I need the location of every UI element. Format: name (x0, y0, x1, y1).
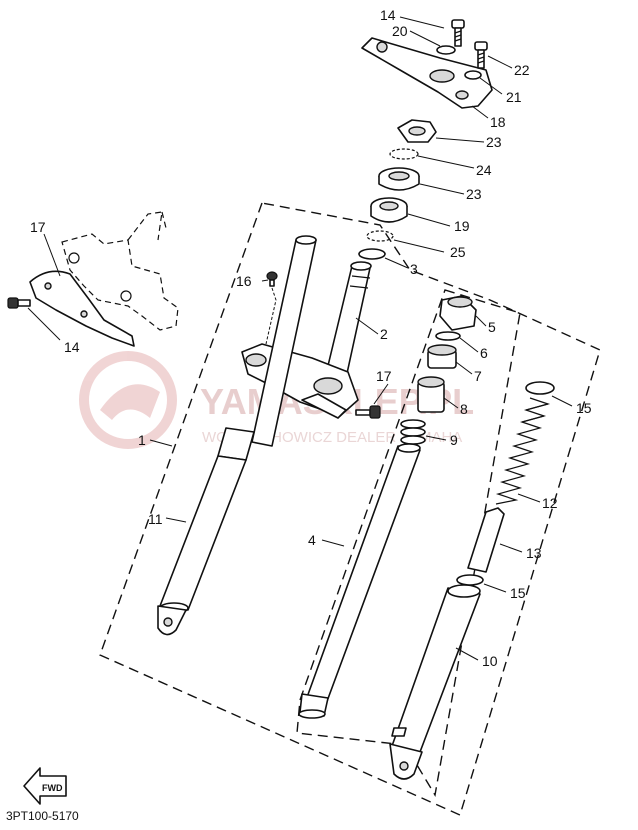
outer-tube-10 (389, 584, 481, 780)
callout-22: 23 (486, 134, 502, 150)
callout-15-top: 16 (236, 273, 252, 289)
spring-seat-14-upper (525, 381, 555, 395)
callout-4: 4 (308, 532, 316, 548)
spacer-13 (467, 507, 505, 573)
bolt-15-side (355, 405, 381, 419)
callout-5: 5 (488, 319, 496, 335)
forward-badge-label: FWD (42, 783, 63, 793)
callout-8: 8 (460, 401, 468, 417)
watermark-logo-icon (79, 351, 177, 449)
callout-2: 2 (380, 326, 388, 342)
callout-11: 11 (148, 511, 163, 527)
callout-18: 20 (392, 23, 408, 39)
callout-15-side: 17 (376, 368, 392, 384)
oil-seal-5 (439, 295, 477, 331)
callout-12: 12 (542, 495, 558, 511)
cover-24 (29, 270, 135, 347)
callout-20: 23 (466, 186, 482, 202)
callout-6: 6 (480, 345, 488, 361)
ball-ring-23-upper (389, 148, 419, 160)
callout-14-lower: 15 (510, 585, 526, 601)
callout-17-left: 14 (380, 7, 396, 23)
fork-spring-12 (495, 397, 551, 505)
inner-tube-4 (298, 443, 421, 719)
bearing-race-21 (370, 197, 408, 223)
callout-19: 21 (506, 89, 522, 105)
callout-23-lower: 25 (450, 244, 466, 260)
callout-25: 14 (64, 339, 80, 355)
ring-nut-22 (397, 119, 437, 143)
watermark-logo-swoosh-icon (100, 384, 160, 420)
callout-16: 18 (490, 114, 506, 130)
bolt-15-top-guide (265, 287, 277, 345)
callout-17-right: 22 (514, 62, 530, 78)
callout-23-upper: 24 (476, 162, 492, 178)
spring-seat-14-lower (456, 574, 484, 586)
callout-13: 13 (526, 545, 542, 561)
bolt-15-top (266, 271, 278, 287)
oil-seal-7 (427, 344, 457, 369)
bearing-race-20 (378, 167, 420, 191)
callouts: 14 20 22 21 18 23 24 23 19 25 3 16 2 17 … (30, 7, 592, 669)
forward-arrow-icon (23, 767, 67, 805)
callout-1: 1 (138, 432, 146, 448)
forward-direction-badge: FWD (23, 767, 67, 805)
upper-bracket-16 (361, 37, 493, 109)
callout-21: 19 (454, 218, 470, 234)
bolt-17-left (451, 19, 465, 47)
callout-7: 7 (474, 368, 482, 384)
catalog-code: 3PT100-5170 (6, 809, 79, 823)
seal-3 (358, 248, 386, 260)
assembly-outline-1 (99, 202, 601, 816)
washer-18 (436, 45, 456, 55)
bolt-17-right (474, 41, 488, 69)
fork-leg-left (157, 235, 317, 636)
callout-9: 9 (450, 432, 458, 448)
frame-fragment (61, 211, 179, 331)
leader-lines (27, 16, 573, 661)
nut-19 (464, 70, 482, 80)
callout-3: 3 (410, 261, 418, 277)
bolt-25 (7, 297, 31, 309)
bushing-9 (400, 419, 426, 445)
clip-6 (435, 331, 461, 341)
ball-ring-23-lower (366, 230, 394, 242)
spacer-8 (417, 376, 445, 413)
callout-24: 17 (30, 219, 46, 235)
callout-10: 10 (482, 653, 498, 669)
callout-14-upper: 15 (576, 400, 592, 416)
